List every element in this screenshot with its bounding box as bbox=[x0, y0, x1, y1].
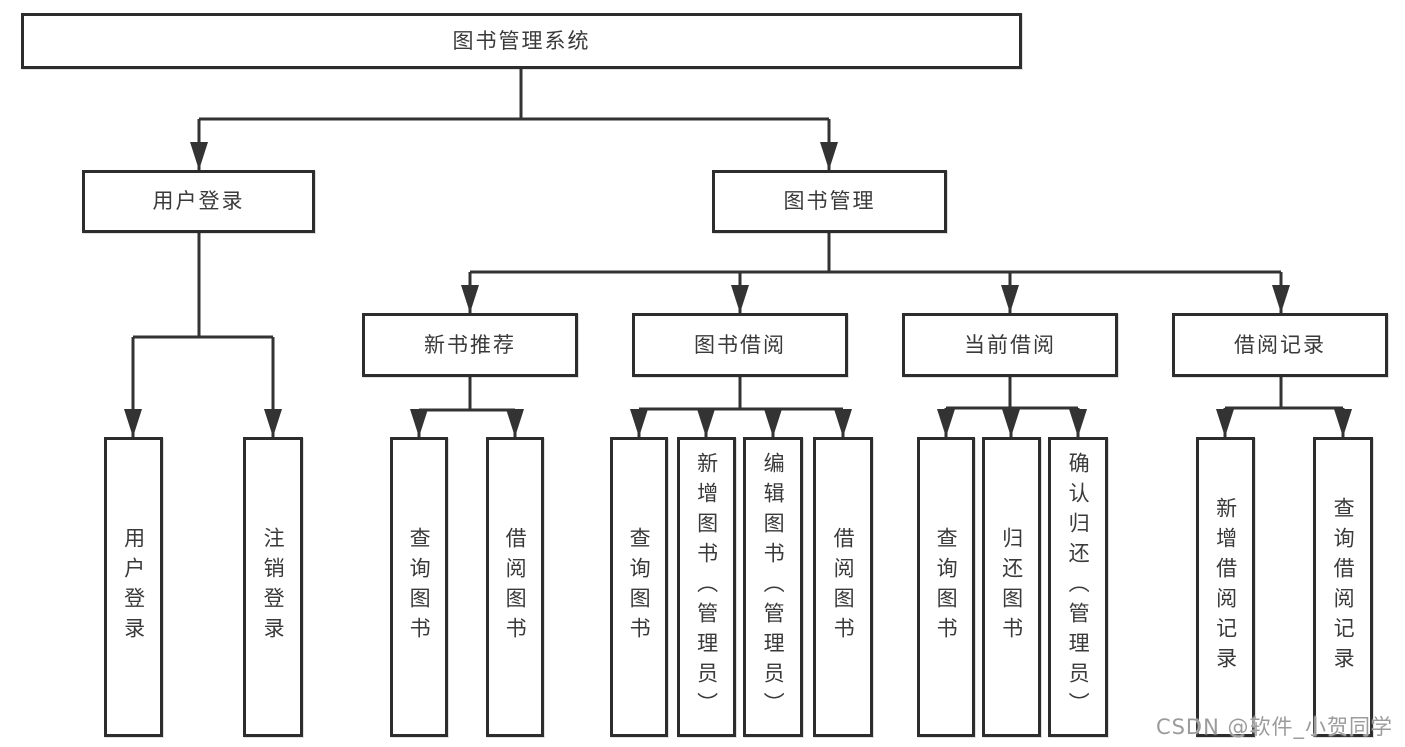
leaf-confirm-return-admin: 确认归还（管理员） bbox=[1048, 437, 1108, 737]
connector-borrow-records-children bbox=[1216, 377, 1352, 437]
csdn-watermark: CSDN @软件_小贺同学 bbox=[1155, 715, 1393, 739]
connector-current-borrow-children bbox=[937, 377, 1087, 437]
leaf-edit-books-admin: 编辑图书（管理员） bbox=[743, 437, 803, 737]
leaf-user-login: 用户登录 bbox=[104, 437, 163, 737]
node-library-system: 图书管理系统 bbox=[21, 13, 1022, 69]
leaf-borrow-query-books: 查询图书 bbox=[610, 437, 668, 737]
leaf-recommend-query-books: 查询图书 bbox=[390, 437, 448, 737]
node-borrow-records: 借阅记录 bbox=[1172, 313, 1388, 377]
leaf-add-borrow-record: 新增借阅记录 bbox=[1196, 437, 1255, 737]
connector-book-borrow-children bbox=[630, 377, 852, 437]
leaf-query-borrow-record: 查询借阅记录 bbox=[1313, 437, 1373, 737]
leaf-add-books-admin: 新增图书（管理员） bbox=[677, 437, 736, 737]
leaf-current-query-books: 查询图书 bbox=[917, 437, 975, 737]
leaf-return-books: 归还图书 bbox=[982, 437, 1041, 737]
leaf-logout: 注销登录 bbox=[243, 437, 303, 737]
connector-user-login-children bbox=[124, 233, 282, 437]
connector-book-mgmt-children bbox=[461, 233, 1290, 313]
connector-root-to-branches bbox=[190, 69, 838, 170]
node-current-borrow: 当前借阅 bbox=[902, 313, 1118, 377]
node-new-book-recommend: 新书推荐 bbox=[362, 313, 578, 377]
leaf-borrow-books: 借阅图书 bbox=[813, 437, 873, 737]
node-book-management: 图书管理 bbox=[712, 170, 947, 233]
node-user-login: 用户登录 bbox=[82, 170, 315, 233]
node-book-borrow: 图书借阅 bbox=[632, 313, 848, 377]
leaf-recommend-borrow-books: 借阅图书 bbox=[486, 437, 544, 737]
connector-new-book-children bbox=[410, 377, 524, 437]
